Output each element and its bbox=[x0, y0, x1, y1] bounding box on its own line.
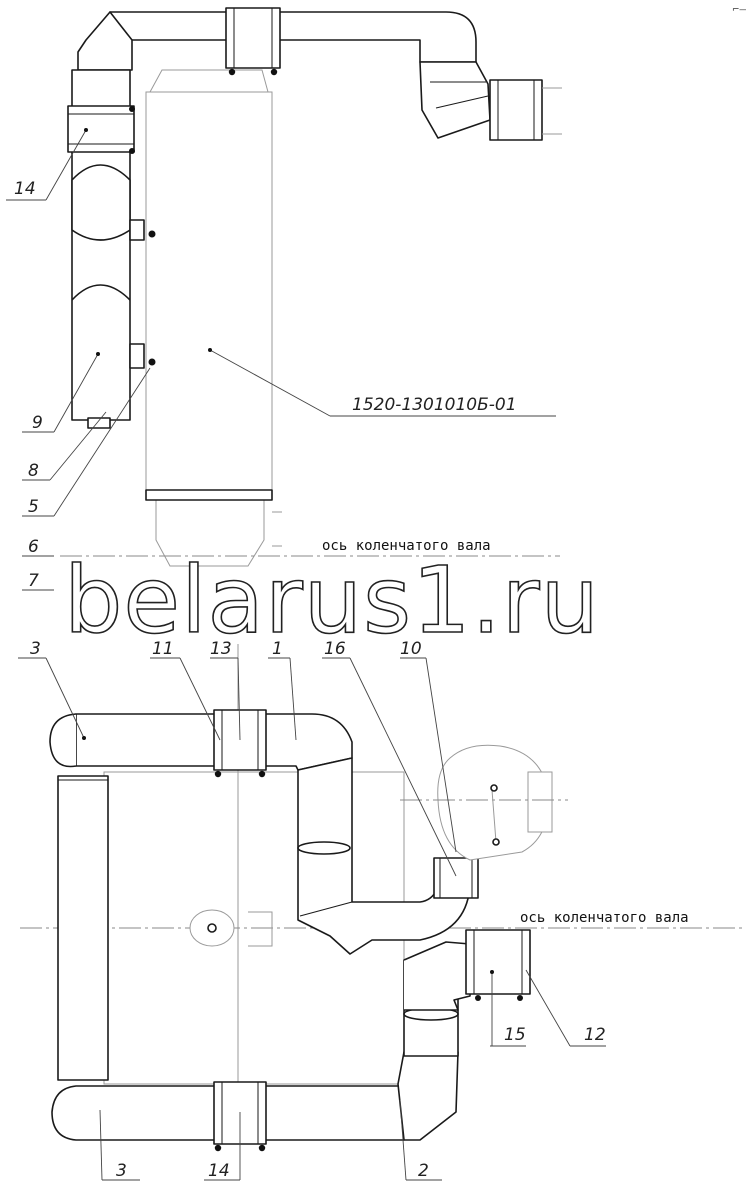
top-pipe-run bbox=[77, 7, 562, 141]
radiator-core bbox=[145, 69, 282, 567]
lower-return-pipe bbox=[51, 1051, 459, 1152]
bottom-view: 3 11 13 1 16 10 15 12 3 14 2 ось коленча… bbox=[18, 639, 744, 1181]
top-view: 14 9 8 5 6 7 1520-1301010Б-01 ось коленч… bbox=[6, 7, 562, 591]
right-riser-pipe bbox=[403, 929, 531, 1057]
part-number-label: 1520-1301010Б-01 bbox=[352, 395, 517, 415]
crankshaft-axis-note-bottom: ось коленчатого вала bbox=[520, 910, 689, 926]
callout-14-top: 14 bbox=[14, 179, 36, 199]
callout-9: 9 bbox=[32, 413, 43, 433]
crankshaft-axis-note-top: ось коленчатого вала bbox=[322, 538, 491, 554]
left-vertical-pipe bbox=[67, 69, 156, 429]
callout-3-top: 3 bbox=[30, 639, 41, 659]
corner-mark: ⌐― bbox=[732, 5, 746, 15]
callout-13: 13 bbox=[210, 639, 232, 659]
callout-12: 12 bbox=[584, 1025, 606, 1045]
top-leaders bbox=[6, 128, 556, 591]
callout-14-bottom: 14 bbox=[208, 1161, 230, 1181]
middle-s-pipe bbox=[297, 757, 479, 955]
callout-15: 15 bbox=[504, 1025, 526, 1045]
lower-left-pipe bbox=[57, 775, 109, 1081]
callout-1: 1 bbox=[272, 639, 283, 659]
callout-5: 5 bbox=[28, 497, 39, 517]
callout-6: 6 bbox=[28, 537, 39, 557]
callout-11: 11 bbox=[152, 639, 174, 659]
callout-10: 10 bbox=[400, 639, 422, 659]
upper-return-pipe bbox=[49, 709, 353, 778]
turbocharger bbox=[400, 744, 568, 861]
callout-2: 2 bbox=[418, 1161, 429, 1181]
callout-8: 8 bbox=[28, 461, 39, 481]
callout-7: 7 bbox=[28, 571, 39, 591]
callout-3-bottom: 3 bbox=[116, 1161, 127, 1181]
watermark: belarus1.ru bbox=[64, 547, 600, 654]
callout-16: 16 bbox=[324, 639, 346, 659]
bottom-leaders bbox=[18, 657, 606, 1181]
